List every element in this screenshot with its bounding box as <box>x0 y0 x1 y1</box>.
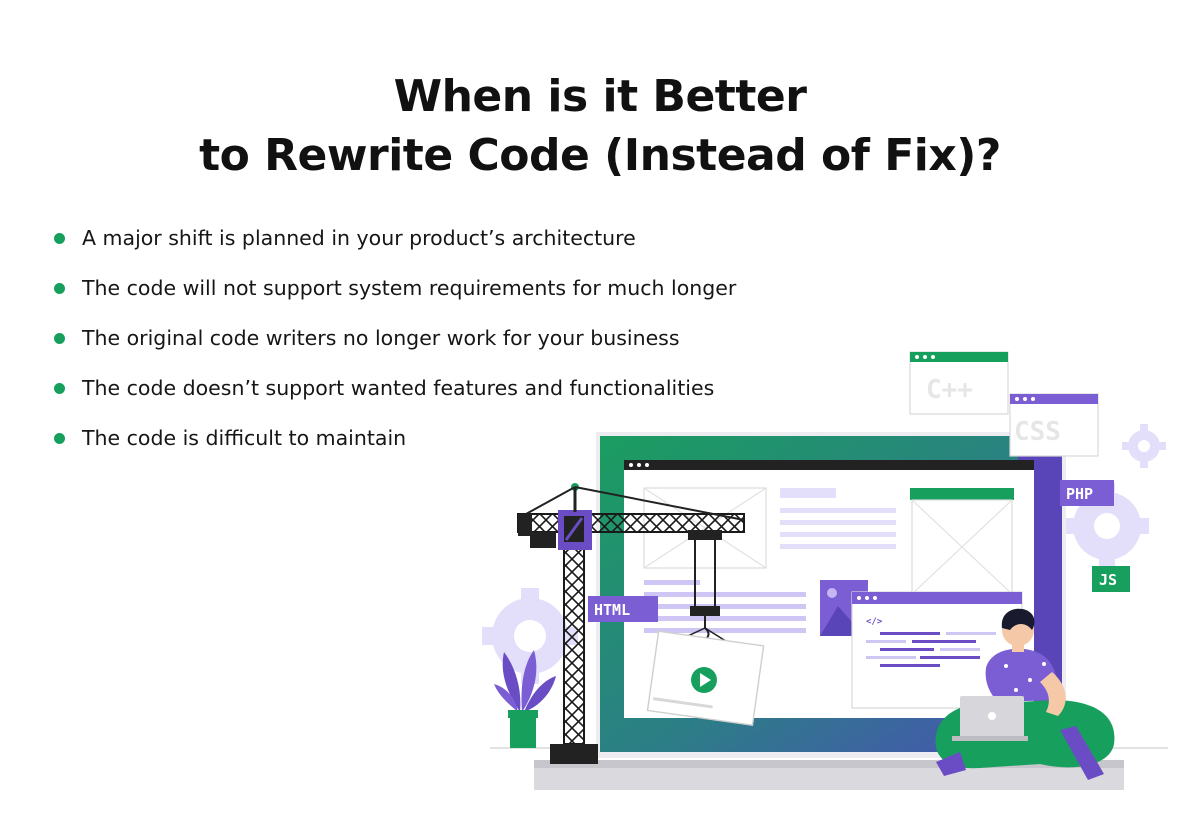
crane-icon <box>517 483 757 764</box>
cpp-label: C++ <box>926 375 973 405</box>
js-label: JS <box>1099 571 1117 589</box>
html-badge: HTML <box>588 596 658 622</box>
video-card <box>646 630 765 726</box>
bullet-dot-icon <box>54 233 65 244</box>
page-title: When is it Better to Rewrite Code (Inste… <box>0 67 1200 185</box>
bullet-dot-icon <box>54 283 65 294</box>
js-badge: JS <box>1092 566 1130 592</box>
list-item: The original code writers no longer work… <box>52 318 736 368</box>
developer-figure <box>935 608 1115 780</box>
laptop-icon <box>952 696 1028 741</box>
css-window: CSS <box>1009 393 1099 457</box>
code-tag-icon: </> <box>866 617 883 627</box>
php-badge: PHP <box>1060 480 1114 506</box>
list-item-text: The original code writers no longer work… <box>82 326 680 350</box>
list-item: A major shift is planned in your product… <box>52 218 736 268</box>
bullet-dot-icon <box>54 433 65 444</box>
bullet-dot-icon <box>54 333 65 344</box>
php-label: PHP <box>1066 485 1093 503</box>
list-item-text: The code will not support system require… <box>82 276 737 300</box>
list-item: The code will not support system require… <box>52 268 736 318</box>
list-item-text: The code doesn’t support wanted features… <box>82 376 715 400</box>
html-label: HTML <box>594 601 630 619</box>
play-icon <box>691 667 717 693</box>
list-item-text: A major shift is planned in your product… <box>82 226 636 250</box>
bullet-dot-icon <box>54 383 65 394</box>
title-line-1: When is it Better <box>393 71 807 123</box>
css-label: CSS <box>1014 417 1061 447</box>
gear-icon <box>1064 483 1149 568</box>
cpp-window: C++ <box>909 351 1009 415</box>
plant-icon <box>494 650 556 748</box>
title-line-2: to Rewrite Code (Instead of Fix)? <box>199 130 1001 182</box>
list-item: The code doesn’t support wanted features… <box>52 368 736 418</box>
list-item: The code is difficult to maintain <box>52 418 736 468</box>
gear-icon <box>1122 424 1166 468</box>
reasons-list: A major shift is planned in your product… <box>52 218 736 468</box>
list-item-text: The code is difficult to maintain <box>82 426 407 450</box>
